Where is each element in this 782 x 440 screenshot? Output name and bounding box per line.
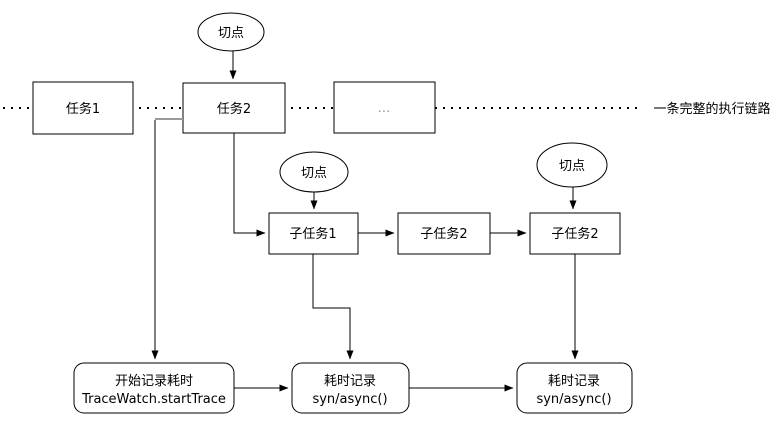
start-record-label-line1: 开始记录耗时 — [115, 374, 193, 389]
record2-label-line1: 耗时记录 — [548, 374, 600, 389]
subtask1-label: 子任务1 — [289, 226, 336, 242]
record2-label-line2: syn/async() — [536, 392, 611, 407]
pointcut-ellipse-1 — [197, 12, 265, 52]
pointcut-label-2: 切点 — [301, 166, 327, 181]
subtask2-box — [397, 212, 491, 255]
record2-box — [516, 362, 633, 414]
pointcut-ellipse-3 — [536, 142, 608, 188]
subtask2-label: 子任务2 — [420, 226, 467, 242]
task1-label: 任务1 — [66, 101, 100, 117]
task2-box — [182, 82, 286, 134]
task-ellipsis-box — [333, 81, 436, 134]
pointcut-label-1: 切点 — [218, 26, 244, 41]
start-record-label-line2: TraceWatch.startTrace — [81, 392, 226, 407]
task2-label: 任务2 — [217, 101, 251, 117]
pointcut-label-3: 切点 — [559, 159, 585, 174]
task-ellipsis-label: ... — [378, 101, 390, 116]
execution-chain-annotation: 一条完整的执行链路 — [653, 101, 770, 117]
edge-task2-to-subtask1 — [233, 133, 266, 237]
subtask1-box — [268, 212, 359, 255]
record1-label-line1: 耗时记录 — [324, 374, 376, 389]
record1-label-line2: syn/async() — [312, 392, 387, 407]
edge-subtask1-to-record1 — [312, 254, 354, 360]
subtask3-label: 子任务2 — [551, 226, 598, 242]
subtask3-box — [529, 212, 621, 255]
task1-box — [32, 81, 134, 135]
